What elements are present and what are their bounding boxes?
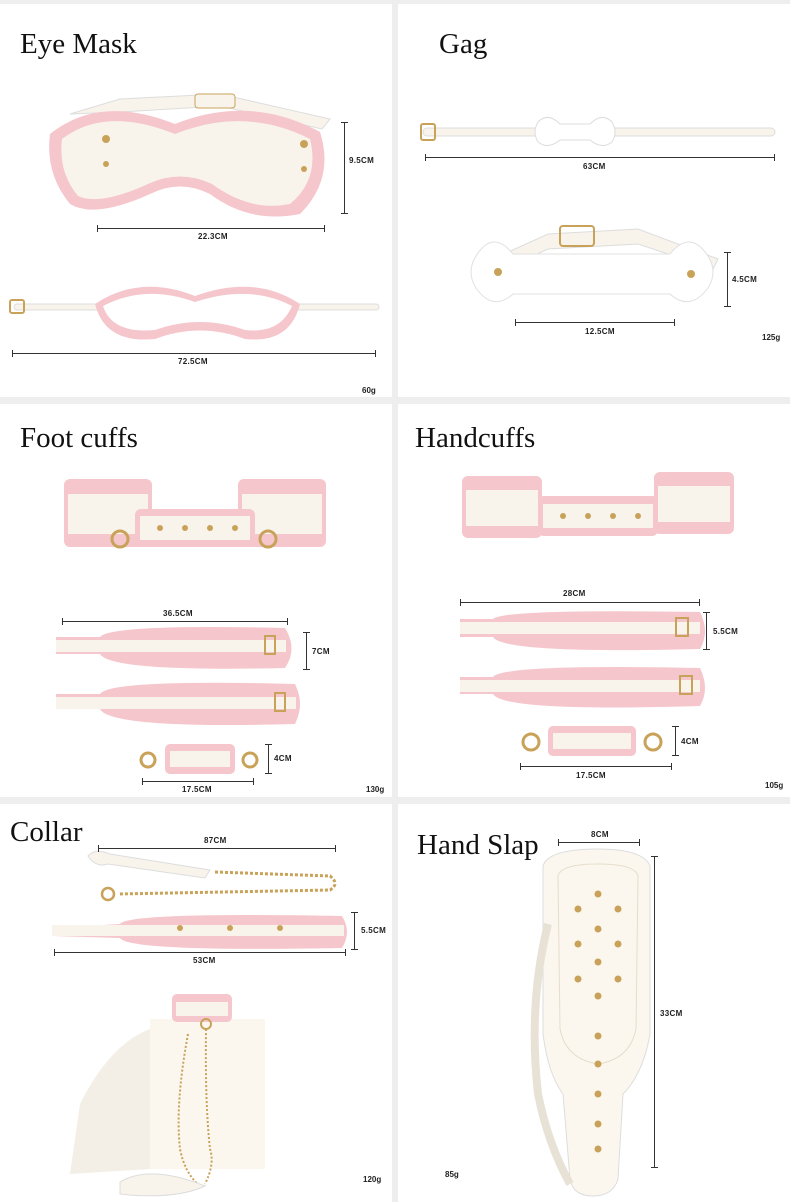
height-dimension-line <box>724 252 731 307</box>
panel-handcuffs: Handcuffs 28CM 5.5CM 4CM 17.5CM 105g <box>398 404 790 797</box>
stud <box>614 905 622 913</box>
eye-mask-image <box>9 93 380 340</box>
height-dimension-line <box>303 632 310 670</box>
height-dimension-label: 9.5CM <box>349 156 375 165</box>
stud <box>614 975 622 983</box>
panel-hand-slap: Hand Slap 8CM 33CM 85g <box>398 804 790 1202</box>
link-height-dimension-label: 4CM <box>681 737 699 746</box>
leash-dimension-label: 87CM <box>204 836 227 845</box>
link-height-dimension-line <box>672 726 679 756</box>
panel-foot-cuffs: Foot cuffs 36.5CM 7CM 4CM 17.5CM 130g <box>0 404 392 797</box>
strap-dimension-label: 72.5CM <box>178 357 208 366</box>
height-dimension-label: 5.5CM <box>713 627 739 636</box>
length-dimension-label: 28CM <box>563 589 586 598</box>
weight-label: 130g <box>366 785 385 794</box>
width-dimension-line <box>558 839 640 846</box>
hand-slap-image <box>530 848 651 1197</box>
leash-dimension-line <box>98 845 336 852</box>
link-height-dimension-label: 4CM <box>274 754 292 763</box>
height-dimension-line <box>341 122 348 214</box>
link-length-dimension-label: 17.5CM <box>182 785 212 794</box>
height-dimension-label: 7CM <box>312 647 330 656</box>
length-dimension-line <box>62 618 288 625</box>
link-length-dimension-line <box>142 778 254 785</box>
width-dimension-line <box>515 319 675 326</box>
length-dimension-line <box>651 856 658 1168</box>
strap-dimension-line <box>12 350 376 357</box>
stud <box>594 1090 602 1098</box>
width-dimension-label: 22.3CM <box>198 232 228 241</box>
weight-label: 85g <box>445 1170 459 1179</box>
stud <box>594 992 602 1000</box>
studs <box>574 890 622 1153</box>
panel-title: Gag <box>439 28 488 60</box>
length-dimension-label: 33CM <box>660 1009 683 1018</box>
collar-image <box>52 850 347 1197</box>
height-dimension-label: 5.5CM <box>361 926 387 935</box>
strap-dimension-line <box>425 154 775 161</box>
strap-dimension-label: 63CM <box>583 162 606 171</box>
stud <box>574 975 582 983</box>
panel-title: Eye Mask <box>20 28 137 60</box>
link-length-dimension-line <box>520 763 672 770</box>
stud <box>594 1060 602 1068</box>
weight-label: 120g <box>363 1175 382 1184</box>
panel-title: Collar <box>10 816 83 848</box>
foot-cuffs-image <box>56 479 326 774</box>
weight-label: 125g <box>762 333 781 342</box>
link-length-dimension-label: 17.5CM <box>576 771 606 780</box>
stud <box>574 905 582 913</box>
stud <box>614 940 622 948</box>
panel-collar: Collar 87CM 5.5CM 53CM 120g <box>0 804 392 1202</box>
handcuffs-image <box>460 472 734 756</box>
width-dimension-label: 8CM <box>591 830 609 839</box>
panel-eye-mask: Eye Mask 9.5CM 22.3CM 72.5CM 60g <box>0 4 392 397</box>
width-dimension-line <box>97 225 325 232</box>
stud <box>594 1120 602 1128</box>
panel-gag: Gag 63CM 4.5CM 12.5CM 125g <box>398 4 790 397</box>
link-height-dimension-line <box>265 744 272 774</box>
panel-title: Foot cuffs <box>20 422 138 454</box>
length-dimension-label: 36.5CM <box>163 609 193 618</box>
length-dimension-line <box>54 949 346 956</box>
panel-title: Hand Slap <box>417 829 539 861</box>
stud <box>594 1032 602 1040</box>
weight-label: 60g <box>362 386 376 395</box>
gag-image <box>420 117 776 303</box>
stud <box>594 925 602 933</box>
stud <box>594 890 602 898</box>
panel-title: Handcuffs <box>415 422 536 454</box>
height-dimension-label: 4.5CM <box>732 275 758 284</box>
weight-label: 105g <box>765 781 784 790</box>
height-dimension-line <box>703 612 710 650</box>
stud <box>574 940 582 948</box>
stud <box>594 958 602 966</box>
height-dimension-line <box>351 912 358 950</box>
width-dimension-label: 12.5CM <box>585 327 615 336</box>
length-dimension-line <box>460 599 700 606</box>
stud <box>594 1145 602 1153</box>
length-dimension-label: 53CM <box>193 956 216 965</box>
